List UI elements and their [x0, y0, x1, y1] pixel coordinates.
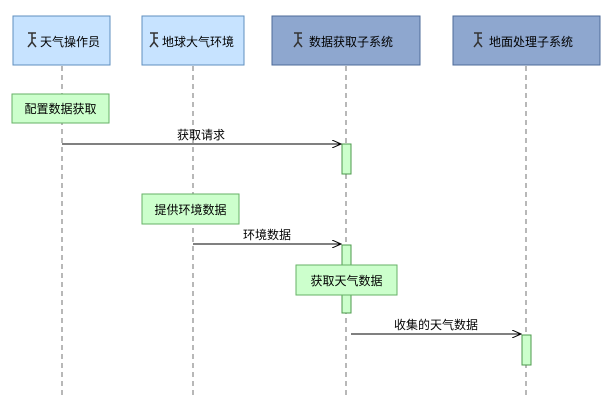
component-icon: [473, 32, 483, 48]
note-provide-env-data[interactable]: 提供环境数据: [141, 193, 240, 225]
activation-bar: [341, 143, 352, 175]
actor-icon: [27, 32, 37, 48]
message-label: 获取请求: [177, 128, 225, 142]
header-label: 数据获取子系统: [309, 34, 393, 49]
header-label: 天气操作员: [40, 34, 100, 49]
message-label: 收集的天气数据: [394, 317, 478, 332]
note-config-data[interactable]: 配置数据获取: [11, 93, 110, 124]
message-env-data[interactable]: 环境数据: [193, 227, 341, 244]
lifeline-lines: [61, 66, 527, 398]
note-label: 配置数据获取: [24, 101, 96, 116]
message-label: 环境数据: [243, 227, 291, 242]
lifeline-header-ground-processing[interactable]: 地面处理子系统: [452, 15, 601, 66]
lifeline-header-weather-operator[interactable]: 天气操作员: [12, 15, 111, 66]
header-label: 地球大气环境: [162, 34, 234, 49]
note-label: 获取天气数据: [310, 273, 382, 288]
lifeline-header-data-acquisition[interactable]: 数据获取子系统: [271, 15, 421, 66]
lifeline-header-earth-atmosphere[interactable]: 地球大气环境: [141, 15, 245, 66]
message-collected-weather[interactable]: 收集的天气数据: [351, 317, 521, 334]
activation-bar: [521, 334, 532, 366]
note-label: 提供环境数据: [154, 202, 226, 217]
note-acquire-weather[interactable]: 获取天气数据: [295, 264, 398, 296]
actor-icon: [149, 32, 159, 48]
header-label: 地面处理子系统: [489, 35, 573, 49]
message-acquire-request[interactable]: 获取请求: [62, 128, 341, 144]
component-icon: [293, 32, 303, 48]
